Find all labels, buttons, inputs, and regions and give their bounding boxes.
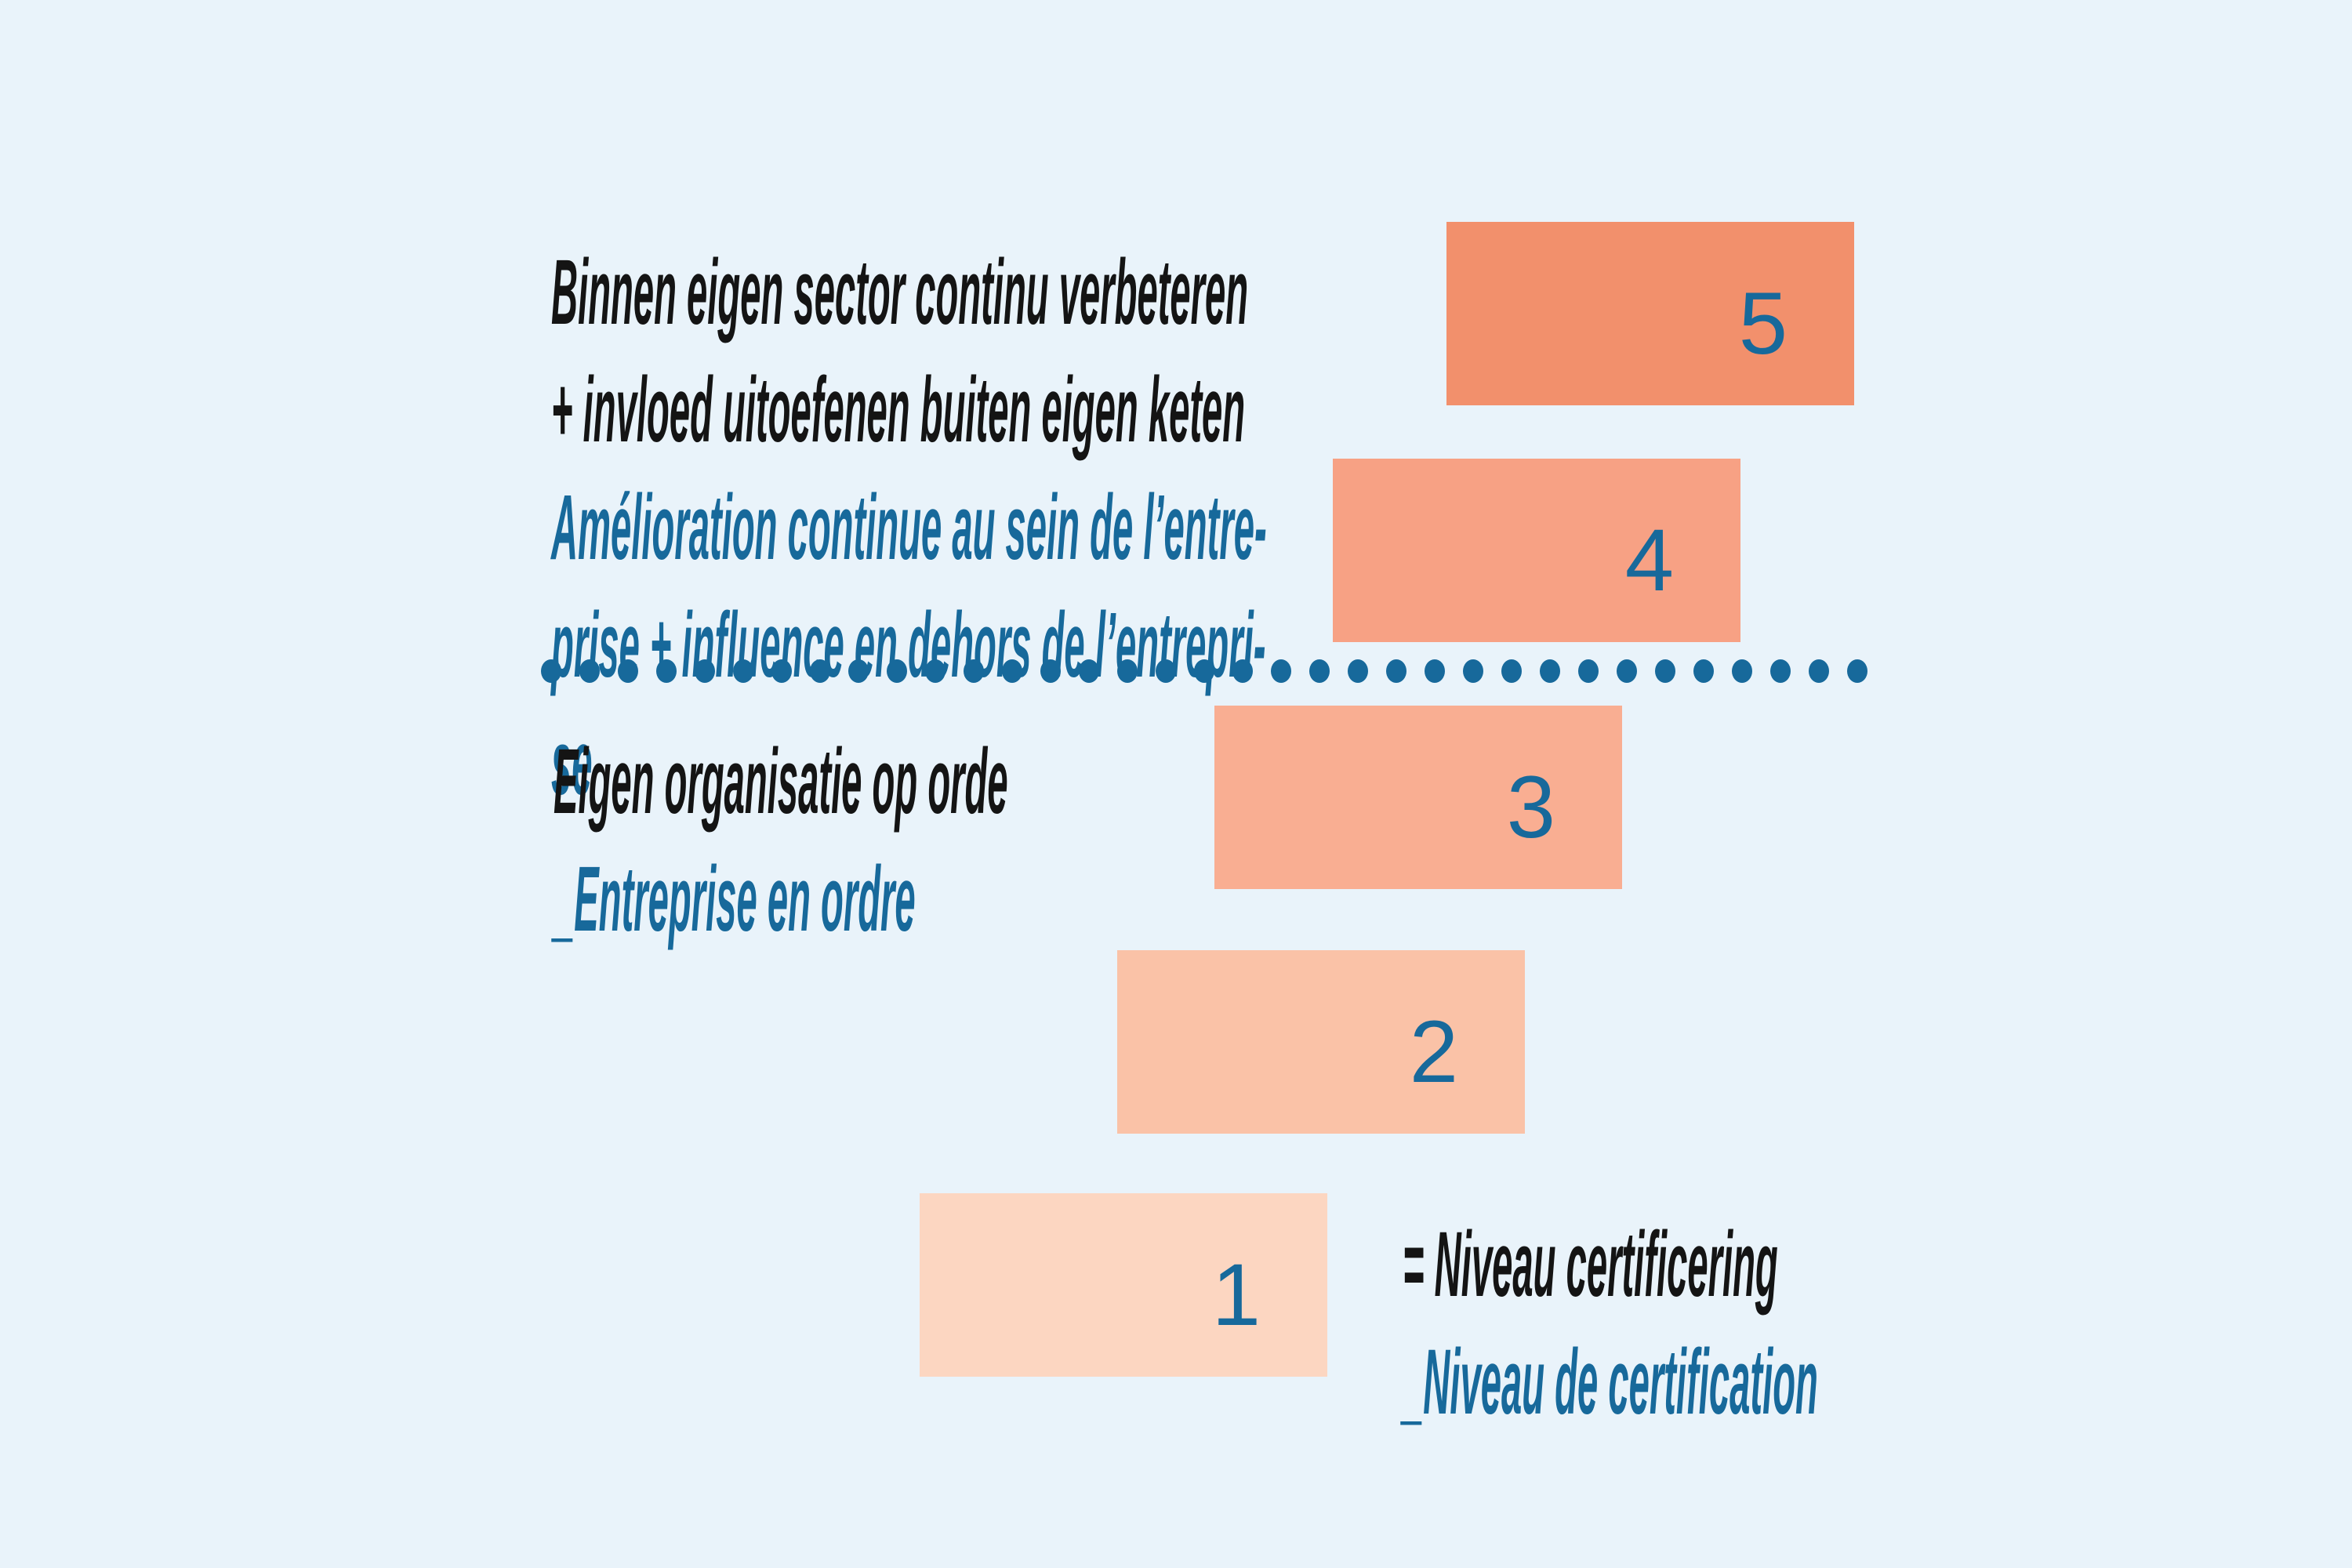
dot (1809, 659, 1829, 683)
step-level-1: 1 (920, 1193, 1327, 1377)
dot (733, 659, 753, 683)
step-level-3-number: 3 (1506, 757, 1555, 856)
dot (810, 659, 830, 683)
dot (1271, 659, 1291, 683)
dot (771, 659, 792, 683)
step-level-4-number: 4 (1624, 510, 1674, 609)
upper-description-fr-line2: prise + influence en dehors de l’entrepr… (551, 593, 1266, 697)
step-level-2: 2 (1117, 950, 1525, 1134)
upper-description-nl-line2: + invloed uitoefenen buiten eigen keten (551, 358, 1246, 462)
dot (1194, 659, 1214, 683)
dot (1348, 659, 1368, 683)
dot (1309, 659, 1330, 683)
upper-description-fr-line3: se (551, 711, 593, 815)
dot (579, 659, 600, 683)
dot (1002, 659, 1022, 683)
dot (618, 659, 638, 683)
dot (1040, 659, 1061, 683)
legend-fr: _Niveau de certification (1403, 1330, 1818, 1434)
step-level-1-number: 1 (1211, 1245, 1261, 1344)
dot (1617, 659, 1637, 683)
dot (1501, 659, 1522, 683)
dot (964, 659, 984, 683)
dot (925, 659, 946, 683)
dot (695, 659, 715, 683)
dot (1386, 659, 1406, 683)
dot (1655, 659, 1675, 683)
step-level-5: 5 (1446, 222, 1854, 405)
dot (1156, 659, 1176, 683)
dot (1732, 659, 1752, 683)
upper-description-nl-line1: Binnen eigen sector continu verbeteren (551, 241, 1249, 344)
step-level-4: 4 (1333, 459, 1740, 642)
dot (887, 659, 907, 683)
step-level-2-number: 2 (1409, 1002, 1458, 1101)
dot (1079, 659, 1099, 683)
dot (848, 659, 869, 683)
step-level-3: 3 (1214, 706, 1622, 889)
dot (1847, 659, 1867, 683)
dot (1232, 659, 1253, 683)
dot (656, 659, 677, 683)
lower-levels-description: Eigen organisatie op orde _Entreprise en… (554, 723, 1008, 958)
dot (1425, 659, 1445, 683)
upper-description-fr-line1: Amélioration continue au sein de l’entre… (551, 476, 1267, 579)
dot (1578, 659, 1599, 683)
step-level-5-number: 5 (1738, 274, 1788, 372)
legend-nl: = Niveau certificering (1403, 1213, 1778, 1316)
dot (1540, 659, 1560, 683)
dot (541, 659, 561, 683)
dot (1770, 659, 1791, 683)
dot (1693, 659, 1714, 683)
dot (1463, 659, 1483, 683)
lower-description-fr: _Entreprise en ordre (554, 848, 916, 951)
dotted-divider-line (541, 659, 1867, 683)
dot (1117, 659, 1138, 683)
legend: = Niveau certificering _Niveau de certif… (1403, 1206, 1818, 1441)
lower-description-nl: Eigen organisatie op orde (554, 730, 1008, 833)
